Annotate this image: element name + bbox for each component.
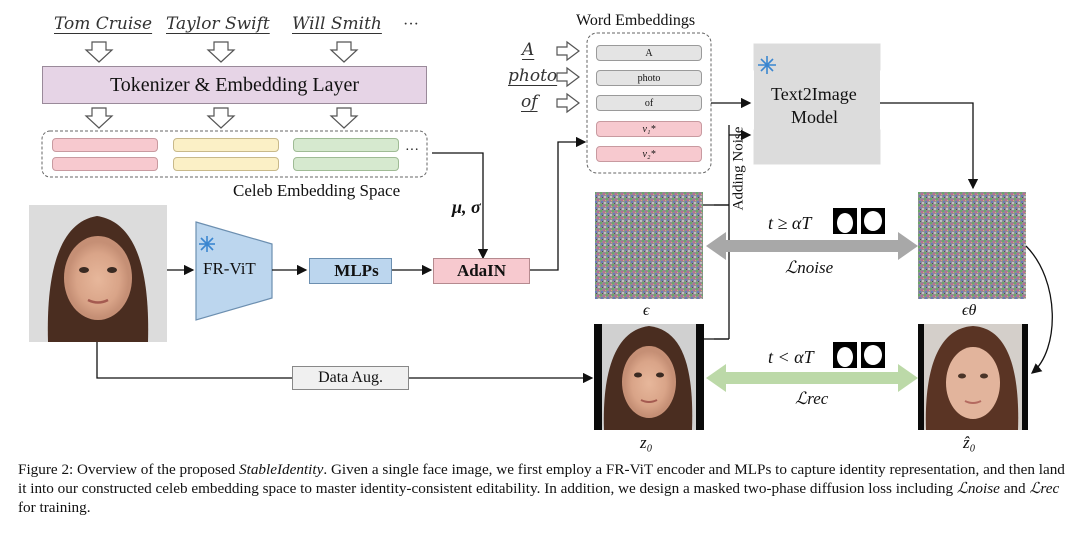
identity-token-v2: v₂* xyxy=(596,146,702,162)
caption-loss-rec: ℒrec xyxy=(1029,480,1060,497)
mask-icons-rec xyxy=(833,342,885,368)
celeb-embedding-pill xyxy=(293,138,399,152)
word-embeddings-box xyxy=(586,32,712,174)
celeb-name-will-smith: Will Smith xyxy=(292,14,382,34)
t-threshold-rec: t < αT xyxy=(768,347,814,367)
celeb-name-tom-cruise: Tom Cruise xyxy=(54,14,153,34)
adding-noise-label: Adding Noise xyxy=(730,126,747,211)
celeb-space-ellipsis: ··· xyxy=(405,143,419,158)
caption-body: . Given a single face image, we first em… xyxy=(18,461,1065,497)
prompt-word-of: of xyxy=(521,92,538,112)
celeb-embedding-pill xyxy=(52,157,158,171)
prompt-word-a: A xyxy=(522,40,535,60)
celeb-embedding-pill xyxy=(173,138,279,152)
figure-caption: Figure 2: Overview of the proposed Stabl… xyxy=(18,460,1068,517)
adain-box: AdaIN xyxy=(433,258,530,284)
loss-noise-label: ℒnoise xyxy=(785,258,834,277)
identity-token-v1: v₁* xyxy=(596,121,702,137)
snowflake-icon xyxy=(199,236,215,252)
caption-prefix: Figure 2: Overview of the proposed xyxy=(18,461,240,478)
word-embedding-token: of xyxy=(596,95,702,111)
z0-hat-face-photo xyxy=(918,324,1028,430)
noise-loss-arrow xyxy=(706,232,918,260)
data-aug-box: Data Aug. xyxy=(292,366,409,390)
mlps-box: MLPs xyxy=(309,258,392,284)
z0-face-photo xyxy=(594,324,704,430)
epsilon-label: ϵ xyxy=(643,302,650,319)
word-embedding-token: A xyxy=(596,45,702,61)
word-embedding-token: photo xyxy=(596,70,702,86)
caption-suffix: for training. xyxy=(18,499,91,516)
celeb-embedding-pill xyxy=(293,157,399,171)
z0-hat-label: ẑ₀ xyxy=(963,433,976,452)
celeb-down-arrows xyxy=(84,41,359,129)
prompt-right-arrows xyxy=(556,40,580,114)
word-embeddings-title: Word Embeddings xyxy=(576,12,696,29)
celeb-ellipsis: ··· xyxy=(403,16,419,33)
text2image-label: Text2Image xyxy=(771,84,857,104)
celeb-embedding-space-box xyxy=(41,130,428,178)
celeb-embedding-space-label: Celeb Embedding Space xyxy=(233,181,401,200)
mu-sigma-label: μ, σ xyxy=(452,197,481,217)
epsilon-noise-image xyxy=(595,192,703,299)
celeb-embedding-pill xyxy=(52,138,158,152)
celeb-name-taylor-swift: Taylor Swift xyxy=(166,14,270,34)
z0-label: z₀ xyxy=(640,433,653,452)
epsilon-theta-noise-image xyxy=(918,192,1026,299)
celeb-embedding-pill xyxy=(173,157,279,171)
frvit-encoder-shape xyxy=(195,221,273,321)
text2image-model-label: Model xyxy=(791,107,838,127)
epsilon-theta-label: ϵθ xyxy=(962,302,977,319)
caption-and: and xyxy=(999,480,1030,497)
loss-rec-label: ℒrec xyxy=(795,389,829,408)
rec-loss-arrow xyxy=(706,364,918,392)
tokenizer-embedding-layer: Tokenizer & Embedding Layer xyxy=(42,66,427,104)
snowflake-icon xyxy=(758,56,776,74)
t-threshold-noise: t ≥ αT xyxy=(768,213,812,233)
input-face-photo xyxy=(29,205,167,342)
prompt-word-photo: photo xyxy=(508,66,558,86)
caption-loss-noise: ℒnoise xyxy=(956,480,1000,497)
mask-icons-noise xyxy=(833,208,885,234)
frvit-label: FR-ViT xyxy=(203,259,256,278)
caption-method-name: StableIdentity xyxy=(239,461,324,478)
